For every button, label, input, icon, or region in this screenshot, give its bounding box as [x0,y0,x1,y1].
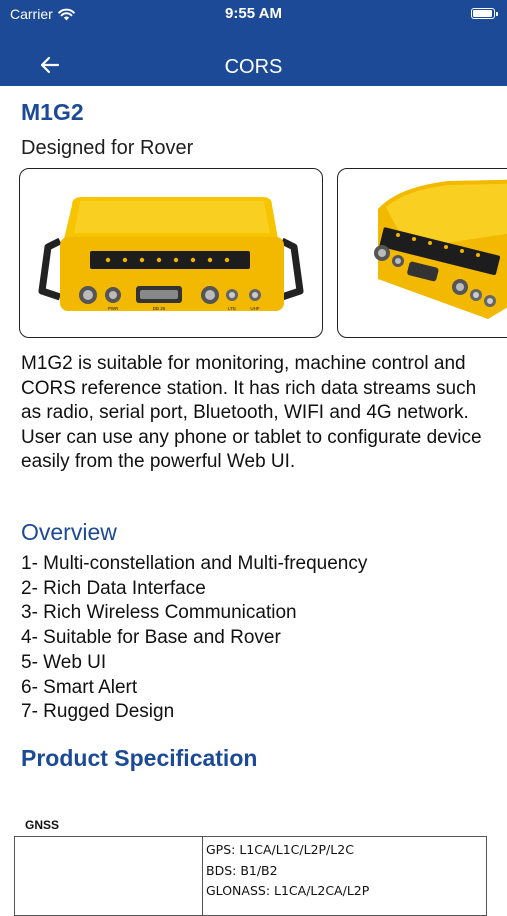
arrow-left-icon [40,56,60,74]
list-item: 5- Web UI [21,651,107,673]
table-row: BDS: B1/B2 [206,862,278,878]
image-carousel[interactable]: PWR DB 25 LTE UHF [19,168,507,340]
product-tagline: Designed for Rover [21,137,194,159]
device-illustration: PWR DB 25 LTE UHF [38,197,304,311]
device-angle-illustration [374,179,507,319]
list-item: 4- Suitable for Base and Rover [21,627,281,649]
table-divider [202,837,203,915]
back-button[interactable] [34,50,66,80]
battery-icon [471,8,498,19]
product-name: M1G2 [21,99,84,125]
overview-list: 1- Multi-constellation and Multi-frequen… [21,552,367,725]
spec-table: GPS: L1CA/L1C/L2P/L2C BDS: B1/B2 GLONASS… [14,836,487,916]
list-item: 1- Multi-constellation and Multi-frequen… [21,553,368,574]
status-bar: Carrier 9:55 AM [0,0,507,28]
table-row: GPS: L1CA/L1C/L2P/L2C [206,842,354,857]
wifi-icon [57,8,75,20]
list-item: 7- Rugged Design [21,701,175,723]
list-item: 2- Rich Data Interface [21,577,206,599]
gnss-label: GNSS [25,818,60,832]
receiver-front-photo[interactable]: PWR DB 25 LTE UHF [19,168,323,338]
page-title: CORS [224,56,283,78]
list-item: 3- Rich Wireless Communication [21,602,297,624]
carrier-label: Carrier [10,6,53,22]
status-time: 9:55 AM [225,5,282,22]
port-label-uhf: UHF [250,306,259,311]
gnss-signal-list: GPS: L1CA/L1C/L2P/L2C BDS: B1/B2 GLONASS… [206,840,369,902]
overview-heading: Overview [21,519,117,545]
receiver-angle-photo[interactable] [337,168,507,338]
table-row: GLONASS: L1CA/L2CA/L2P [206,883,370,898]
carrier-indicator: Carrier [10,6,75,22]
product-description: M1G2 is suitable for monitoring, machine… [21,353,482,473]
list-item: 6- Smart Alert [21,676,138,698]
specification-heading: Product Specification [21,745,258,771]
port-label-pwr: PWR [108,306,119,311]
port-label-lte: LTE [228,306,236,311]
app-header: Carrier 9:55 AM CORS [0,0,507,86]
port-label-db25: DB 25 [153,306,166,311]
